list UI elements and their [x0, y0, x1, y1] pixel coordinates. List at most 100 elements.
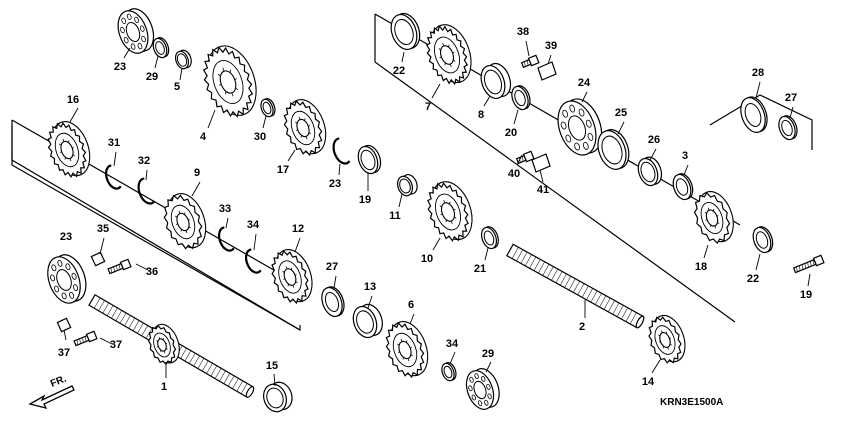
mainshaft-1-spline — [236, 380, 244, 392]
countershaft-2 — [506, 243, 645, 329]
gear-12-spline — [285, 266, 288, 270]
countershaft-2-spline — [608, 300, 615, 313]
gear-17-spline — [295, 121, 298, 124]
callout-5: 5 — [174, 81, 180, 93]
leader-6 — [409, 313, 415, 325]
leader-8 — [483, 95, 491, 107]
mainshaft-1-end — [245, 386, 255, 398]
gear-4-spline — [231, 92, 234, 97]
seal-35-inner — [601, 135, 623, 165]
leader-7 — [431, 83, 441, 99]
bushing-21-inner — [360, 149, 376, 171]
leader-37a — [525, 40, 530, 57]
countershaft-2-spline — [616, 305, 624, 317]
countershaft-2-spline — [551, 268, 558, 281]
callout-3: 3 — [682, 150, 688, 162]
gear-14-spline — [662, 346, 665, 349]
leader-22a — [99, 237, 105, 255]
leader-34a — [547, 54, 552, 65]
sprocket-18-spline — [704, 212, 707, 215]
washer-23c-inner — [443, 365, 453, 379]
gear-10-spline — [449, 201, 451, 205]
bolt-19a-thread — [116, 265, 118, 271]
front-direction-label: FR. — [49, 373, 68, 389]
callout-13: 13 — [364, 281, 376, 293]
gear-6-spline — [406, 340, 408, 343]
gear-14-hub — [654, 325, 676, 355]
countershaft-2-spline — [629, 312, 637, 325]
callout-22b: 37 — [58, 347, 70, 359]
countershaft-2-spline — [581, 285, 589, 298]
washer-39-inner — [781, 119, 793, 137]
leader-18 — [703, 244, 709, 259]
bolt-20-thread — [801, 264, 804, 270]
washer-23a — [152, 37, 170, 59]
gear-9-spline — [180, 229, 182, 232]
leader-39 — [789, 106, 794, 119]
washer-38 — [321, 286, 345, 318]
bearing-33 — [557, 98, 603, 156]
bearing-33-ball — [574, 142, 580, 151]
gear-16-hub — [54, 132, 80, 168]
mainshaft-1-spline — [214, 368, 222, 379]
gear-10-spline — [445, 219, 447, 223]
bushing-13 — [352, 303, 383, 339]
callout-40: 28 — [752, 67, 764, 79]
callout-20: 19 — [800, 289, 812, 301]
circlip-29a — [137, 177, 156, 205]
gear-9-spline — [176, 223, 178, 225]
bearing-32-ball — [57, 259, 63, 267]
leader-33 — [581, 91, 588, 103]
callout-7: 7 — [425, 101, 431, 113]
bearing-31-ball — [139, 25, 145, 32]
gear-17-spline — [304, 118, 306, 121]
gear-6-spline — [398, 351, 400, 353]
bearing-33-ball — [587, 132, 594, 141]
gear-12 — [271, 249, 313, 305]
washer-23a-inner — [155, 41, 165, 55]
bearing-32-ball — [71, 272, 77, 280]
mainshaft-1-spline — [184, 350, 192, 362]
leader-38 — [333, 275, 337, 289]
gear-on-mainshaft-spline — [165, 347, 168, 350]
countershaft-2-spline — [586, 288, 593, 300]
callout-36: 26 — [648, 134, 660, 146]
callout-29b: 33 — [219, 203, 231, 215]
gear-14-spline — [658, 334, 661, 337]
mainshaft-1-spline — [197, 358, 205, 369]
callout-19a: 36 — [146, 266, 158, 278]
leader-10 — [432, 237, 441, 251]
bolt-37a — [520, 54, 540, 69]
callout-18: 18 — [695, 261, 707, 273]
washer-24 — [511, 85, 531, 111]
bushing-8-inner — [483, 69, 503, 95]
countershaft-2-spline — [520, 251, 528, 264]
mainshaft-1-spline — [223, 373, 231, 384]
gear-9-hub — [170, 204, 196, 240]
bearing-33-ball — [562, 109, 569, 118]
washer-38-inner — [324, 291, 340, 313]
washer-28 — [752, 226, 774, 254]
gear-4-spline — [225, 91, 227, 95]
bearing-33-ball — [585, 119, 592, 128]
countershaft-2-spline — [555, 271, 563, 283]
bolt-37b-thread — [521, 156, 524, 162]
seal-35 — [597, 129, 630, 170]
bearing-31-ball — [126, 13, 132, 20]
callout-30: 23 — [329, 178, 341, 190]
bearing-31-ball — [137, 42, 143, 50]
mainshaft-1-spline — [119, 312, 127, 324]
gear-14-spline — [667, 347, 669, 350]
leader-29a — [145, 169, 148, 181]
bearing-31-ball — [130, 43, 136, 50]
circlip-29a-arc — [137, 177, 156, 205]
bolt-37b — [515, 150, 535, 165]
bushing-21 — [357, 144, 382, 175]
gear-6-spline — [400, 338, 403, 342]
countershaft-2-spline — [577, 283, 585, 296]
gear-16-spline — [72, 147, 74, 149]
bearing-31-ball — [121, 17, 127, 24]
gear-14-spline — [669, 343, 672, 346]
countershaft-2-spline — [511, 247, 519, 259]
